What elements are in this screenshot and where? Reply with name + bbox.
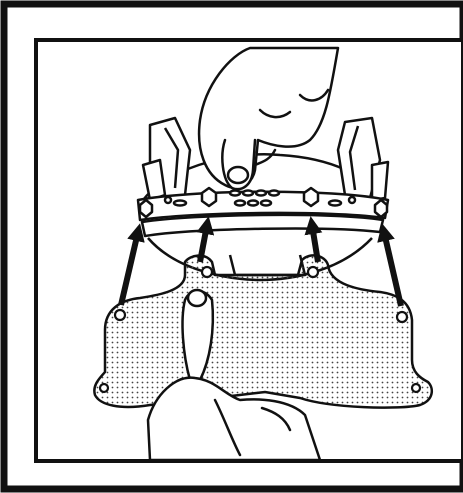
pad-snap-1 — [115, 310, 125, 320]
receptor-1 — [140, 200, 152, 217]
pad-snap-4 — [397, 312, 407, 322]
receptor-4 — [375, 200, 387, 217]
pad-snap-2 — [202, 267, 212, 277]
receptor-3 — [304, 188, 318, 206]
receptor-2 — [202, 188, 216, 206]
pad-snap-3 — [308, 267, 318, 277]
